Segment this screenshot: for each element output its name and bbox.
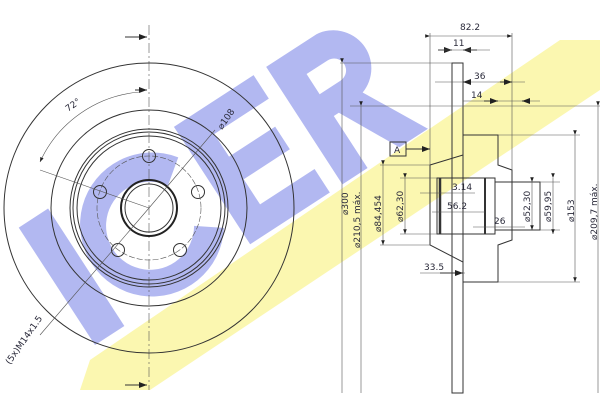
bolt-holes: [93, 149, 205, 257]
section-view: A 82.2 11 36 14 3.14 56.2 26 33.5 ⌀300 ⌀…: [340, 23, 600, 394]
dim-dia-62-30: ⌀62,30: [396, 191, 406, 222]
logo-letter-c: [80, 152, 225, 297]
friction-inner-edge: [50, 109, 248, 307]
logo-letter-i: [18, 208, 125, 345]
dim-dia-84-454: ⌀84,454: [374, 195, 384, 232]
dim-dia-209-7: ⌀209,7 máx.: [590, 183, 600, 240]
dim-56-2: 56.2: [447, 202, 467, 212]
bolt-hole: [93, 185, 107, 199]
dim-14: 14: [471, 91, 483, 101]
logo-letter-r: [266, 30, 428, 185]
angle-label: 72°: [64, 97, 83, 114]
bolt-hole: [191, 185, 205, 199]
dim-36: 36: [474, 72, 486, 82]
dim-dia-59-95: ⌀59,95: [544, 191, 554, 222]
logo-letters: [18, 30, 428, 345]
bolt-hole: [142, 149, 156, 163]
dim-3-14: 3.14: [452, 183, 472, 193]
center-bore: [120, 179, 178, 237]
thread-label: (5x)M14x1.5: [4, 314, 45, 366]
icer-logo: [18, 30, 600, 390]
dim-dia-300: ⌀300: [341, 192, 351, 215]
dim-dia-210-5: ⌀210,5 máx.: [353, 191, 363, 248]
bolt-hole: [173, 243, 187, 257]
reference-label-a: A: [394, 146, 401, 156]
bolt-circle: [96, 155, 202, 261]
dim-dia-153: ⌀153: [567, 199, 577, 222]
dim-dia-52-30: ⌀52,30: [523, 191, 533, 222]
dim-26: 26: [494, 217, 506, 227]
outer-disc-edge: [3, 62, 295, 354]
dim-11: 11: [453, 39, 464, 49]
dim-33-5: 33.5: [424, 263, 444, 273]
logo-yellow-band: [80, 40, 600, 390]
dim-82-2: 82.2: [460, 23, 480, 33]
bolt-hole: [111, 243, 125, 257]
logo-letter-e: [173, 75, 330, 245]
